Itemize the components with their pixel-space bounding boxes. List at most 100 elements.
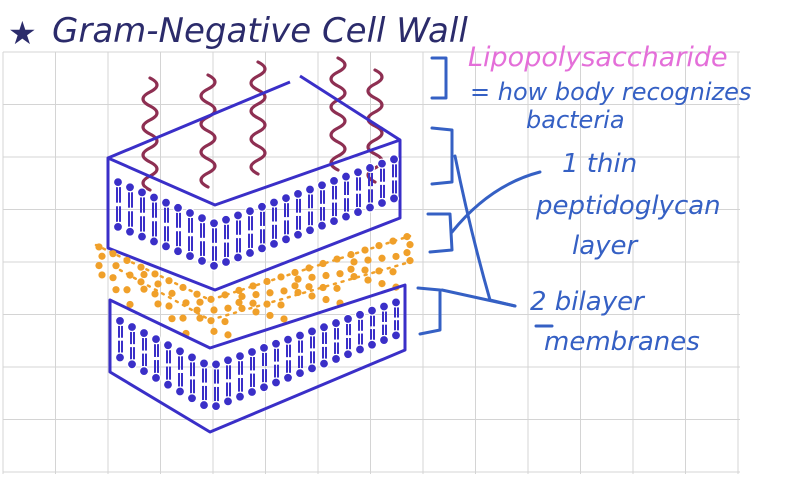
lipid-head (124, 226, 136, 237)
peptidoglycan-bead (235, 298, 243, 306)
lipid-head (306, 363, 318, 374)
lipid-head (342, 349, 354, 360)
outer-membrane-bilayer (106, 74, 402, 292)
peptidoglycan-bead (375, 267, 383, 275)
connector-to-membranes (453, 154, 517, 308)
peptidoglycan-bead (350, 258, 358, 266)
peptidoglycan-bead (179, 283, 187, 292)
lipid-head (318, 322, 330, 333)
lps-description-line2: bacteria (526, 106, 625, 134)
lipid-head (304, 225, 316, 236)
lipid-head (378, 301, 390, 312)
bilayer-outline (106, 138, 402, 292)
bracket-peptidoglycan (426, 212, 454, 254)
peptidoglycan-bead (126, 300, 134, 309)
lipid-head (186, 352, 198, 363)
lipid-head (210, 359, 222, 370)
peptidoglycan-bead (126, 271, 134, 279)
peptidoglycan-bead (123, 256, 131, 265)
peptidoglycan-bead (112, 262, 120, 270)
peptidoglycan-bead (291, 268, 299, 277)
peptidoglycan-bead (347, 265, 355, 273)
bilayer-top-edge (107, 74, 401, 160)
peptidoglycan-bead (224, 304, 232, 312)
peptidoglycan-bead (168, 315, 176, 323)
lipid-head (366, 305, 378, 316)
lipid-head (222, 396, 234, 407)
peptidoglycan-bead (224, 331, 232, 339)
peptidoglycan-bead (263, 277, 271, 286)
peptidoglycan-bead (277, 273, 285, 281)
peptidoglycan-bead (123, 286, 131, 294)
lipid-head (244, 206, 256, 217)
lipid-head (388, 193, 400, 204)
lipid-head (114, 315, 126, 327)
membranes-label-line2: membranes (544, 327, 700, 357)
lipid-head (232, 210, 244, 221)
peptidoglycan-bead (347, 250, 355, 259)
peptidoglycan-bead (165, 277, 173, 285)
peptidoglycan-bead (280, 287, 288, 295)
lipid-head (246, 346, 258, 358)
lipid-head (174, 346, 186, 357)
lipid-head (390, 297, 402, 308)
lps-squiggle (329, 56, 347, 172)
lipid-head (330, 353, 342, 365)
lipid-head (258, 382, 270, 393)
lipid-head (162, 340, 174, 351)
peptidoglycan-bead (308, 273, 316, 281)
lipid-head (328, 175, 340, 186)
lipid-head (234, 391, 246, 402)
peptidoglycan-bead (151, 270, 159, 278)
lipid-head (244, 247, 256, 259)
peptidoglycan-bead (378, 254, 386, 262)
lipid-head (160, 241, 172, 252)
page-title: Gram-Negative Cell Wall (52, 11, 468, 51)
peptidoglycan-bead (238, 304, 246, 312)
connector-to-membranes (440, 288, 517, 308)
peptidoglycan-bead (221, 291, 229, 299)
peptidoglycan-bead (319, 283, 327, 292)
peptidoglycan-bead (235, 286, 243, 294)
peptidoglycan-bead (112, 286, 120, 294)
lipid-head (294, 367, 306, 379)
peptidoglycan-bead (207, 295, 215, 303)
lipopolysaccharide-chains (141, 56, 384, 192)
peptidoglycan-bead (263, 300, 271, 308)
lipid-head (318, 358, 330, 369)
lipid-head (292, 229, 304, 240)
lipid-head (390, 330, 402, 341)
lipid-head (210, 401, 222, 412)
lipid-head (270, 377, 282, 388)
lipid-head (246, 386, 258, 398)
peptidoglycan-bead (291, 282, 299, 290)
lps-description-line1: = how body recognizes (470, 78, 751, 106)
peptidoglycan-label-line1: 1 thin (562, 149, 637, 179)
peptidoglycan-bead (98, 271, 106, 279)
lipid-head (136, 187, 148, 198)
lipid-head (316, 220, 328, 231)
peptidoglycan-bead (361, 266, 369, 274)
peptidoglycan-bead (308, 292, 316, 300)
lipid-head (150, 334, 162, 345)
annotation-brackets (416, 56, 554, 336)
peptidoglycan-bead (266, 289, 274, 297)
peptidoglycan-bead (277, 301, 285, 309)
lipid-head (234, 351, 246, 362)
lipid-head (292, 188, 304, 199)
peptidoglycan-label-line3: layer (572, 231, 640, 261)
bilayer-outline (108, 283, 407, 434)
lipid-head (354, 309, 366, 320)
lipid-head (270, 338, 282, 349)
peptidoglycan-bead (154, 280, 162, 288)
lipid-head (340, 211, 352, 222)
peptidoglycan-bead (406, 257, 414, 265)
peptidoglycan-bead (109, 274, 117, 282)
peptidoglycan-bead (179, 314, 187, 322)
lipid-head (208, 260, 220, 271)
lipid-head (388, 154, 400, 165)
peptidoglycan-layer (94, 233, 414, 339)
peptidoglycan-bead (249, 299, 257, 307)
